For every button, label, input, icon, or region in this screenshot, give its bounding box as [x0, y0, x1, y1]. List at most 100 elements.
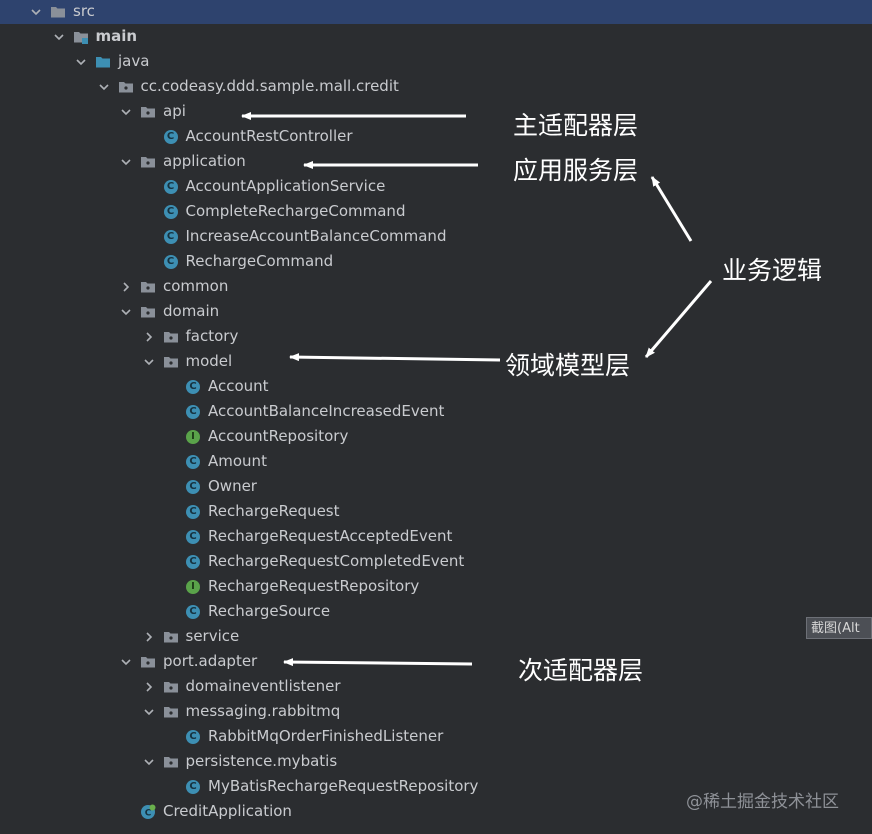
class-icon: C — [185, 779, 201, 795]
tree-item-label: RechargeCommand — [185, 252, 334, 270]
tree-item-label: src — [73, 2, 95, 20]
screenshot-tooltip: 截图(Alt — [806, 617, 872, 639]
source-root-folder-icon — [73, 29, 89, 45]
tree-row[interactable]: model — [0, 349, 872, 374]
tree-row[interactable]: main — [0, 24, 872, 49]
package-icon — [163, 704, 179, 720]
class-icon: C — [185, 404, 201, 420]
tree-item-label: RechargeRequest — [208, 502, 340, 520]
annotation-business-logic: 业务逻辑 — [722, 256, 823, 285]
package-icon — [163, 754, 179, 770]
tree-row[interactable]: I AccountRepository — [0, 424, 872, 449]
tree-row[interactable]: C RechargeCommand — [0, 249, 872, 274]
class-icon: C — [185, 554, 201, 570]
tree-item-label: cc.codeasy.ddd.sample.mall.credit — [140, 77, 399, 95]
tree-row[interactable]: C RechargeRequestCompletedEvent — [0, 549, 872, 574]
svg-text:C: C — [145, 808, 152, 818]
tree-item-label: CreditApplication — [163, 802, 292, 820]
tree-item-label: domain — [163, 302, 220, 320]
tree-item-label: model — [185, 352, 233, 370]
chevron-down-icon[interactable] — [141, 754, 157, 770]
tree-item-label: AccountApplicationService — [185, 177, 386, 195]
tree-row[interactable]: C RechargeRequestAcceptedEvent — [0, 524, 872, 549]
tree-item-label: RechargeRequestAcceptedEvent — [208, 527, 453, 545]
tree-row[interactable]: messaging.rabbitmq — [0, 699, 872, 724]
tree-row[interactable]: C AccountBalanceIncreasedEvent — [0, 399, 872, 424]
chevron-down-icon[interactable] — [96, 79, 112, 95]
class-icon: C — [163, 179, 179, 195]
tree-item-label: RechargeRequestCompletedEvent — [208, 552, 465, 570]
class-icon: C — [185, 529, 201, 545]
tree-item-label: MyBatisRechargeRequestRepository — [208, 777, 479, 795]
tree-row[interactable]: src — [0, 0, 872, 24]
arrow-up-to-application-label — [650, 176, 693, 242]
source-folder-icon — [95, 54, 111, 70]
tree-row[interactable]: cc.codeasy.ddd.sample.mall.credit — [0, 74, 872, 99]
chevron-down-icon[interactable] — [118, 104, 134, 120]
annotation-domain-model: 领域模型层 — [505, 351, 631, 380]
chevron-down-icon[interactable] — [141, 704, 157, 720]
tree-row[interactable]: persistence.mybatis — [0, 749, 872, 774]
chevron-down-icon[interactable] — [118, 304, 134, 320]
class-icon: C — [185, 454, 201, 470]
tree-row[interactable]: port.adapter — [0, 649, 872, 674]
package-icon — [140, 654, 156, 670]
package-icon — [163, 679, 179, 695]
tree-row[interactable]: C CreditApplication — [0, 799, 872, 824]
tree-item-label: AccountBalanceIncreasedEvent — [208, 402, 445, 420]
tree-row[interactable]: domain — [0, 299, 872, 324]
chevron-down-icon[interactable] — [73, 54, 89, 70]
tree-row[interactable]: factory — [0, 324, 872, 349]
tree-row[interactable]: application — [0, 149, 872, 174]
class-icon: C — [163, 254, 179, 270]
chevron-down-icon[interactable] — [51, 29, 67, 45]
tree-row[interactable]: domaineventlistener — [0, 674, 872, 699]
tree-item-label: factory — [185, 327, 239, 345]
tree-item-label: Account — [208, 377, 269, 395]
tree-row[interactable]: C AccountApplicationService — [0, 174, 872, 199]
package-icon — [140, 104, 156, 120]
tree-row[interactable]: common — [0, 274, 872, 299]
chevron-right-icon[interactable] — [118, 279, 134, 295]
tree-row[interactable]: C AccountRestController — [0, 124, 872, 149]
package-icon — [118, 79, 134, 95]
package-icon — [163, 329, 179, 345]
tree-row[interactable]: service — [0, 624, 872, 649]
tree-item-label: messaging.rabbitmq — [185, 702, 341, 720]
chevron-right-icon[interactable] — [141, 329, 157, 345]
annotation-application-service: 应用服务层 — [513, 156, 639, 185]
class-icon: C — [163, 229, 179, 245]
class-icon: C — [185, 379, 201, 395]
chevron-down-icon[interactable] — [118, 154, 134, 170]
chevron-down-icon[interactable] — [141, 354, 157, 370]
chevron-right-icon[interactable] — [141, 629, 157, 645]
annotation-secondary-adapter: 次适配器层 — [518, 656, 644, 685]
chevron-down-icon[interactable] — [28, 4, 44, 20]
tree-row[interactable]: java — [0, 49, 872, 74]
class-icon: C — [185, 604, 201, 620]
package-icon — [140, 304, 156, 320]
interface-icon: I — [185, 429, 201, 445]
tree-row[interactable]: C Account — [0, 374, 872, 399]
tree-item-label: AccountRepository — [208, 427, 349, 445]
package-icon — [140, 154, 156, 170]
tree-row[interactable]: api — [0, 99, 872, 124]
tree-item-label: RechargeRequestRepository — [208, 577, 420, 595]
tree-item-label: api — [163, 102, 186, 120]
tree-item-label: AccountRestController — [185, 127, 353, 145]
chevron-right-icon[interactable] — [141, 679, 157, 695]
tree-item-label: java — [118, 52, 150, 70]
class-icon: C — [163, 129, 179, 145]
tree-row[interactable]: C MyBatisRechargeRequestRepository — [0, 774, 872, 799]
chevron-down-icon[interactable] — [118, 654, 134, 670]
